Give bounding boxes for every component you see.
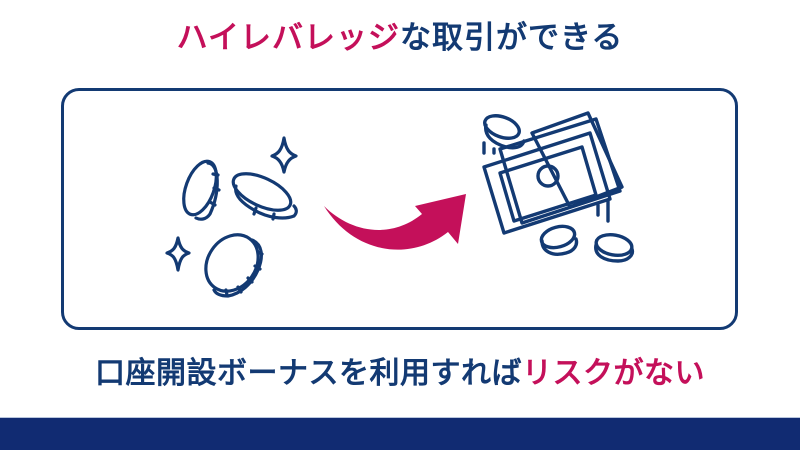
subline: 口座開設ボーナスを利用すればリスクがない bbox=[0, 352, 800, 396]
cash-and-coins-icon bbox=[482, 111, 635, 263]
headline-rest: な取引ができる bbox=[400, 20, 624, 56]
curved-arrow-right-icon bbox=[324, 194, 466, 250]
footer-bar bbox=[0, 417, 800, 450]
scattered-coins-sparkles-icon bbox=[165, 136, 298, 298]
subline-highlight: リスクがない bbox=[522, 356, 705, 391]
illustration-panel bbox=[61, 88, 738, 330]
headline-highlight: ハイレバレッジ bbox=[176, 20, 400, 56]
headline: ハイレバレッジな取引ができる bbox=[0, 16, 800, 60]
subline-lead: 口座開設ボーナスを利用すれば bbox=[95, 356, 522, 391]
